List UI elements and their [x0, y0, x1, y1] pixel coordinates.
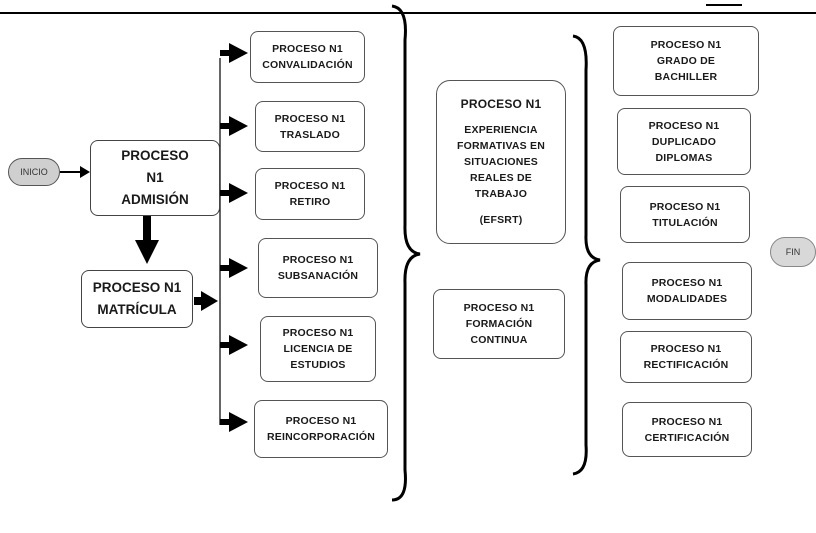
- certificacion-line-2: CERTIFICACIÓN: [644, 431, 730, 444]
- end-node: FIN: [770, 237, 816, 267]
- process-grado-bachiller: PROCESO N1 GRADO DE BACHILLER: [613, 26, 759, 96]
- retiro-line-1: PROCESO N1: [274, 180, 346, 192]
- subsanacion-line-2: SUBSANACIÓN: [277, 270, 359, 282]
- process-licencia: PROCESO N1 LICENCIA DE ESTUDIOS: [260, 316, 376, 382]
- process-matricula: PROCESO N1 MATRÍCULA: [81, 270, 193, 328]
- end-label: FIN: [785, 247, 801, 257]
- matricula-line-2: MATRÍCULA: [97, 302, 177, 317]
- process-retiro: PROCESO N1 RETIRO: [255, 168, 365, 220]
- efsrt-abbreviation: (EFSRT): [479, 214, 523, 226]
- process-certificacion: PROCESO N1 CERTIFICACIÓN: [622, 402, 752, 457]
- arrowhead-inicio: [80, 166, 90, 178]
- duplicado-line-1: PROCESO N1: [648, 119, 720, 132]
- traslado-line-1: PROCESO N1: [274, 112, 346, 125]
- matricula-line-1: PROCESO N1: [92, 280, 182, 295]
- grado-line-1: PROCESO N1: [650, 39, 722, 51]
- process-subsanacion: PROCESO N1 SUBSANACIÓN: [258, 238, 378, 298]
- process-formacion-continua: PROCESO N1 FORMACIÓN CONTINUA: [433, 289, 565, 359]
- admision-line-2: N1: [146, 170, 164, 185]
- grado-line-2: GRADO DE: [656, 55, 716, 67]
- reincorporacion-line-1: PROCESO N1: [285, 415, 357, 427]
- convalidacion-line-1: PROCESO N1: [272, 43, 343, 55]
- curly-brace-1: [391, 4, 421, 502]
- convalidacion-line-2: CONVALIDACIÓN: [262, 59, 353, 71]
- process-reincorporacion: PROCESO N1 REINCORPORACIÓN: [254, 400, 388, 458]
- grado-line-3: BACHILLER: [654, 71, 718, 83]
- admision-line-1: PROCESO: [121, 148, 189, 163]
- rectificacion-line-1: PROCESO N1: [650, 343, 722, 355]
- arrowhead-matricula: [201, 291, 218, 311]
- arrow-matricula-branch-shaft: [194, 297, 202, 305]
- efsrt-line-1: EXPERIENCIA: [464, 124, 538, 136]
- top-border-line: [0, 12, 816, 14]
- efsrt-line-2: FORMATIVAS EN: [457, 140, 545, 152]
- process-efsrt: PROCESO N1 EXPERIENCIA FORMATIVAS EN SIT…: [436, 80, 566, 244]
- process-duplicado-diplomas: PROCESO N1 DUPLICADO DIPLOMAS: [617, 108, 751, 175]
- arrowhead-admision: [135, 240, 159, 264]
- licencia-line-1: PROCESO N1: [282, 327, 354, 339]
- duplicado-line-2: DUPLICADO: [651, 135, 717, 148]
- start-label: INICIO: [20, 167, 48, 177]
- process-modalidades: PROCESO N1 MODALIDADES: [622, 262, 752, 320]
- process-traslado: PROCESO N1 TRASLADO: [255, 101, 365, 152]
- branch-arrows: [220, 43, 248, 432]
- process-titulacion: PROCESO N1 TITULACIÓN: [620, 186, 750, 243]
- retiro-line-2: RETIRO: [289, 196, 331, 208]
- efsrt-line-5: TRABAJO: [474, 188, 528, 200]
- formacion-line-2: FORMACIÓN: [465, 318, 533, 330]
- admision-line-3: ADMISIÓN: [121, 192, 189, 207]
- rectificacion-line-2: RECTIFICACIÓN: [643, 359, 729, 371]
- efsrt-line-3: SITUACIONES: [464, 156, 538, 168]
- reincorporacion-line-2: REINCORPORACIÓN: [266, 431, 375, 443]
- formacion-line-1: PROCESO N1: [463, 302, 535, 314]
- duplicado-line-3: DIPLOMAS: [655, 151, 713, 164]
- arrow-admision-matricula-shaft: [143, 216, 151, 242]
- start-node: INICIO: [8, 158, 60, 186]
- certificacion-line-1: PROCESO N1: [651, 415, 723, 428]
- top-right-mark: [706, 4, 742, 6]
- titulacion-line-2: TITULACIÓN: [652, 216, 718, 229]
- process-rectificacion: PROCESO N1 RECTIFICACIÓN: [620, 331, 752, 383]
- modalidades-line-1: PROCESO N1: [651, 277, 723, 289]
- modalidades-line-2: MODALIDADES: [646, 293, 728, 305]
- efsrt-title: PROCESO N1: [460, 97, 542, 111]
- titulacion-line-1: PROCESO N1: [649, 200, 721, 213]
- subsanacion-line-1: PROCESO N1: [282, 254, 354, 266]
- licencia-line-2: LICENCIA DE: [283, 343, 353, 355]
- licencia-line-3: ESTUDIOS: [290, 359, 346, 371]
- formacion-line-3: CONTINUA: [470, 334, 528, 346]
- process-admision: PROCESO N1 ADMISIÓN: [90, 140, 220, 216]
- efsrt-line-4: REALES DE: [470, 172, 532, 184]
- process-convalidacion: PROCESO N1 CONVALIDACIÓN: [250, 31, 365, 83]
- traslado-line-2: TRASLADO: [280, 128, 340, 141]
- curly-brace-2: [572, 34, 601, 476]
